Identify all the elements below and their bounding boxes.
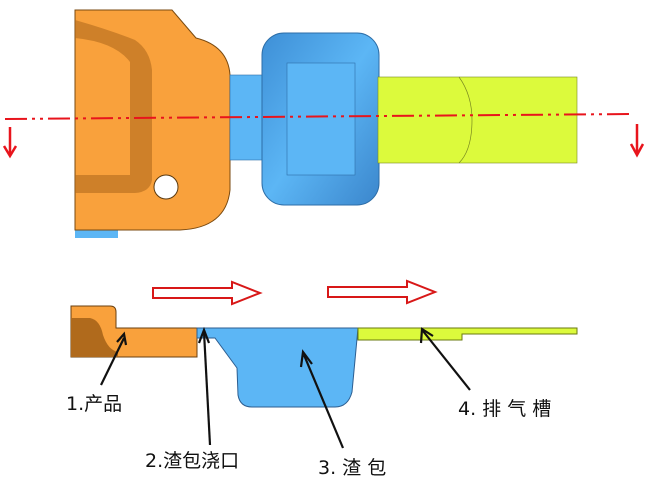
product-tab-top (75, 228, 118, 238)
label-product: 1.产品 (66, 393, 122, 415)
leader-product-arrowhead-icon (116, 331, 128, 346)
vent-groove-top (377, 76, 578, 164)
slag-pocket-section (196, 327, 359, 408)
label-slag-gate: 2.渣包浇口 (145, 450, 239, 472)
flow-arrow-1-icon (152, 280, 263, 306)
vent-groove-step (458, 76, 473, 164)
product-hole (153, 174, 179, 200)
product-pocket-shading (75, 20, 152, 193)
label-slag-pocket: 3. 渣 包 (318, 457, 386, 479)
vent-groove-section (357, 327, 578, 341)
leader-lines (100, 326, 471, 449)
leader-slag-gate-arrowhead-icon (197, 326, 211, 344)
product-top (74, 9, 231, 231)
label-vent-groove: 4. 排 气 槽 (458, 398, 551, 420)
leader-slag-pocket (302, 354, 345, 449)
leader-slag-gate (202, 331, 212, 446)
top-view (2, 9, 645, 238)
leader-slag-pocket-arrowhead-icon (299, 349, 313, 368)
flow-arrow-2-icon (327, 279, 438, 305)
section-view (70, 279, 578, 408)
section-arrow-right-icon (629, 124, 645, 158)
slag-pocket-floor (286, 62, 356, 176)
leader-product (100, 337, 125, 386)
leader-vent-groove-arrowhead-icon (419, 327, 434, 344)
leader-vent-groove (422, 330, 471, 391)
section-arrow-left-icon (2, 127, 18, 159)
section-line (4, 113, 633, 120)
product-section-shading (71, 318, 118, 357)
